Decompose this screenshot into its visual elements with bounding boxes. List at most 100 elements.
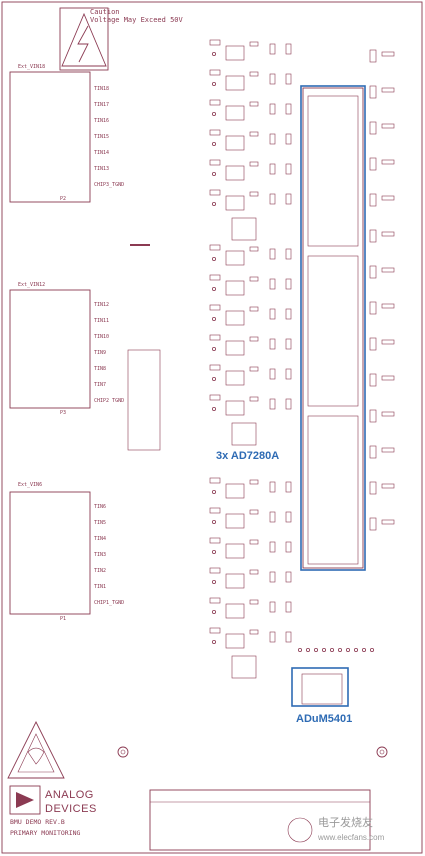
transistor-footprint bbox=[225, 135, 245, 151]
test-pad bbox=[353, 648, 358, 653]
connector-ref: P2 bbox=[60, 196, 66, 202]
watermark-logo-icon bbox=[287, 817, 313, 843]
resistor-footprint bbox=[249, 276, 259, 282]
transistor-footprint bbox=[225, 310, 245, 326]
capacitor-footprint bbox=[285, 368, 292, 380]
transistor-footprint bbox=[225, 370, 245, 386]
test-pad bbox=[211, 520, 216, 525]
pin-label: CHIP3_TGND bbox=[94, 182, 124, 188]
chip-u1 bbox=[307, 95, 359, 247]
pin-label: CHIP1_TGND bbox=[94, 600, 124, 606]
pin-label: TIN15 bbox=[94, 134, 109, 140]
resistor-footprint bbox=[381, 519, 395, 525]
capacitor-footprint bbox=[269, 193, 276, 205]
mounting-hole-center bbox=[120, 749, 126, 755]
capacitor-footprint bbox=[369, 265, 377, 279]
pin-label: TIN5 bbox=[94, 520, 106, 526]
resistor-footprint bbox=[249, 569, 259, 575]
diode-footprint bbox=[231, 217, 257, 241]
resistor-footprint bbox=[249, 336, 259, 342]
adum5401-highlight-box bbox=[291, 667, 349, 707]
capacitor-footprint bbox=[285, 163, 292, 175]
pin-label: TIN16 bbox=[94, 118, 109, 124]
test-pad bbox=[211, 550, 216, 555]
mounting-hole bbox=[376, 746, 388, 758]
capacitor-footprint bbox=[285, 601, 292, 613]
capacitor-footprint bbox=[269, 481, 276, 493]
resistor-footprint bbox=[209, 597, 221, 604]
transistor-footprint bbox=[225, 195, 245, 211]
capacitor-footprint bbox=[369, 517, 377, 531]
resistor-footprint bbox=[381, 447, 395, 453]
transistor-footprint bbox=[225, 543, 245, 559]
resistor-footprint bbox=[381, 51, 395, 57]
connector-ref: P1 bbox=[60, 616, 66, 622]
capacitor-footprint bbox=[269, 368, 276, 380]
transistor-footprint bbox=[225, 633, 245, 649]
test-pad bbox=[211, 171, 216, 176]
capacitor-footprint bbox=[285, 43, 292, 55]
capacitor-footprint bbox=[285, 571, 292, 583]
resistor-footprint bbox=[249, 246, 259, 252]
test-pad bbox=[345, 648, 350, 653]
resistor-footprint bbox=[249, 306, 259, 312]
capacitor-footprint bbox=[269, 278, 276, 290]
capacitor-footprint bbox=[369, 157, 377, 171]
resistor-footprint bbox=[209, 159, 221, 166]
resistor-footprint bbox=[249, 539, 259, 545]
esd-hand-icon bbox=[27, 747, 45, 765]
transistor-footprint bbox=[225, 400, 245, 416]
esd-warning bbox=[7, 720, 65, 779]
pin-label: TIN3 bbox=[94, 552, 106, 558]
board-function: PRIMARY MONITORING bbox=[10, 829, 81, 837]
capacitor-footprint bbox=[285, 481, 292, 493]
pin-label: TIN17 bbox=[94, 102, 109, 108]
resistor-footprint bbox=[381, 231, 395, 237]
pin-label: TIN6 bbox=[94, 504, 106, 510]
capacitor-footprint bbox=[285, 398, 292, 410]
watermark: 电子发烧友 www.elecfans.com bbox=[287, 815, 385, 843]
connector-body bbox=[9, 71, 91, 203]
pin-label: TIN10 bbox=[94, 334, 109, 340]
resistor-footprint bbox=[249, 509, 259, 515]
test-pad bbox=[211, 141, 216, 146]
transistor-footprint bbox=[225, 603, 245, 619]
resistor-footprint bbox=[209, 189, 221, 196]
test-pad bbox=[211, 580, 216, 585]
adum5401-label: ADuM5401 bbox=[296, 713, 352, 725]
capacitor-footprint bbox=[285, 338, 292, 350]
high-voltage-warning: Caution Voltage May Exceed 50V bbox=[59, 7, 184, 71]
resistor-footprint bbox=[209, 334, 221, 341]
test-pad bbox=[297, 648, 302, 653]
component-array bbox=[209, 39, 395, 679]
connector-p3: Ext_VIN12 TIN12 TIN11 TIN10 TIN9 TIN8 TI… bbox=[9, 282, 124, 416]
capacitor-footprint bbox=[369, 337, 377, 351]
chip-area-outline bbox=[302, 87, 364, 569]
capacitor-footprint bbox=[285, 278, 292, 290]
resistor-footprint bbox=[249, 629, 259, 635]
resistor-footprint bbox=[209, 69, 221, 76]
test-pad bbox=[211, 346, 216, 351]
esd-triangle-icon bbox=[7, 720, 65, 779]
test-pad bbox=[211, 52, 216, 57]
esd-inner-triangle bbox=[17, 733, 55, 773]
logo-line2: DEVICES bbox=[45, 803, 97, 815]
test-pad bbox=[211, 376, 216, 381]
connector-title: Ext_VIN12 bbox=[18, 282, 45, 288]
pin-label: TIN9 bbox=[94, 350, 106, 356]
capacitor-footprint bbox=[269, 43, 276, 55]
resistor-footprint bbox=[381, 339, 395, 345]
resistor-footprint bbox=[381, 123, 395, 129]
test-pad bbox=[361, 648, 366, 653]
resistor-footprint bbox=[249, 71, 259, 77]
ad7280a-highlight-box bbox=[300, 85, 366, 571]
capacitor-footprint bbox=[269, 248, 276, 260]
test-pad bbox=[329, 648, 334, 653]
transistor-footprint bbox=[225, 105, 245, 121]
pin-label: CHIP2 TGND bbox=[94, 398, 124, 404]
test-pad bbox=[305, 648, 310, 653]
capacitor-footprint bbox=[285, 541, 292, 553]
resistor-footprint bbox=[209, 537, 221, 544]
capacitor-footprint bbox=[369, 409, 377, 423]
capacitor-footprint bbox=[369, 49, 377, 63]
